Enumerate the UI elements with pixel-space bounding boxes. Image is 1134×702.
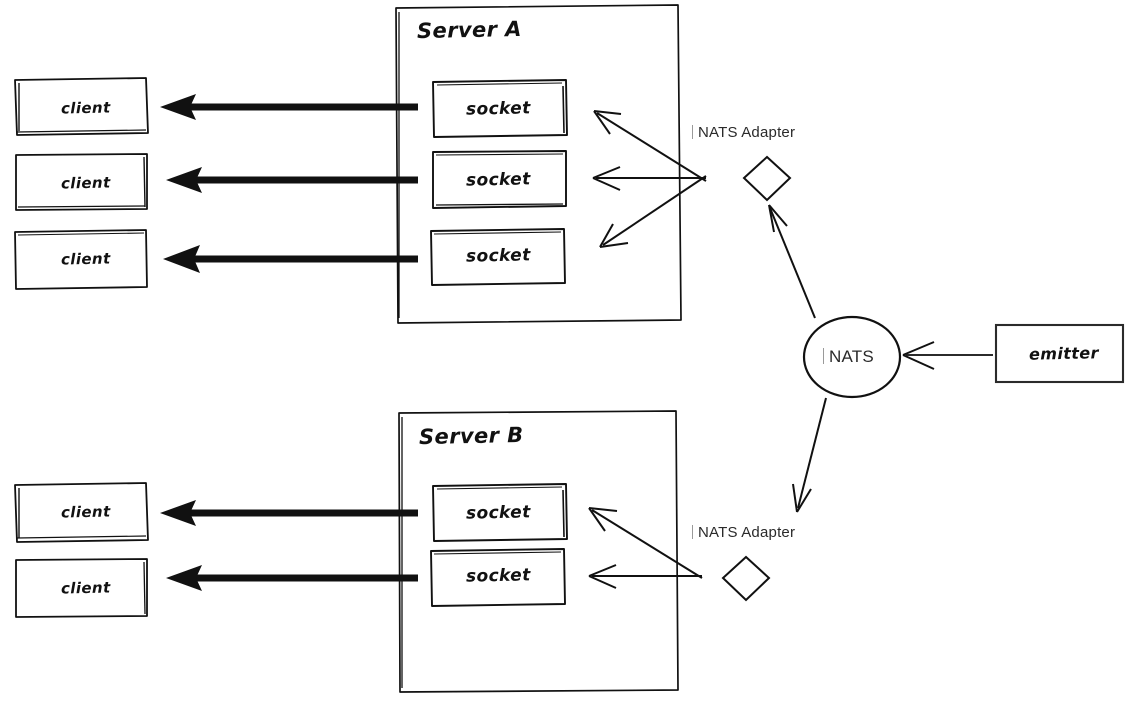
server-b-label: Server B <box>418 422 524 450</box>
server-a-container <box>395 4 682 324</box>
socket-a3-label: socket <box>465 245 531 267</box>
client-bottom-1-label: client <box>60 502 111 522</box>
arrow-socket-a3-to-client-3 <box>163 245 418 273</box>
client-top-2-shape <box>15 153 148 211</box>
nats-adapter-top-text: NATS Adapter <box>698 124 796 141</box>
arrow-nats-to-adapter-top <box>768 204 816 319</box>
client-top-1-shape <box>14 77 149 136</box>
nats-adapter-bottom-shape <box>721 555 771 602</box>
socket-b1-shape <box>432 483 568 542</box>
arrow-socket-a1-to-client-1 <box>160 94 418 120</box>
arrow-emitter-to-nats <box>902 341 993 370</box>
arrow-adapter-top-to-socket-a1 <box>593 110 707 182</box>
emitter-label: emitter <box>1028 343 1100 364</box>
socket-b2-label: socket <box>465 565 531 587</box>
nats-broker-shape <box>802 315 902 399</box>
socket-a1-shape <box>432 79 568 138</box>
client-top-2-label: client <box>60 173 111 193</box>
arrow-nats-to-adapter-bottom <box>792 397 827 513</box>
client-top-3-shape <box>14 229 148 290</box>
nats-adapter-bottom-text: NATS Adapter <box>698 524 796 541</box>
arrow-adapter-bottom-to-socket-b1 <box>588 507 703 579</box>
socket-a3-shape <box>430 228 566 286</box>
client-bottom-1-shape <box>14 482 149 543</box>
arrow-socket-a2-to-client-2 <box>166 167 418 193</box>
socket-b1-label: socket <box>465 502 531 524</box>
nats-adapter-top-label: NATS Adapter <box>692 124 795 141</box>
nats-broker-label: NATS <box>823 347 874 367</box>
server-a-label: Server A <box>416 16 523 44</box>
text-cursor-icon <box>692 124 693 139</box>
arrow-socket-b2-to-client-5 <box>166 565 418 591</box>
emitter-shape <box>994 323 1125 384</box>
client-bottom-2-label: client <box>60 578 111 598</box>
nats-broker-text: NATS <box>829 347 874 366</box>
socket-a2-shape <box>432 150 567 209</box>
nats-adapter-bottom-label: NATS Adapter <box>692 524 795 541</box>
socket-a1-label: socket <box>465 98 531 120</box>
nats-adapter-top-shape <box>742 155 792 202</box>
socket-b2-shape <box>430 548 566 607</box>
server-b-container <box>398 410 679 693</box>
socket-a2-label: socket <box>465 169 531 191</box>
client-top-3-label: client <box>60 249 111 269</box>
arrow-socket-b1-to-client-4 <box>160 500 418 526</box>
arrow-adapter-top-to-socket-a2 <box>592 166 706 191</box>
arrow-adapter-bottom-to-socket-b2 <box>588 564 702 589</box>
client-bottom-2-shape <box>15 558 148 618</box>
text-cursor-icon <box>823 347 824 365</box>
text-cursor-icon <box>692 524 693 539</box>
client-top-1-label: client <box>60 98 111 118</box>
arrow-adapter-top-to-socket-a3 <box>599 175 707 248</box>
